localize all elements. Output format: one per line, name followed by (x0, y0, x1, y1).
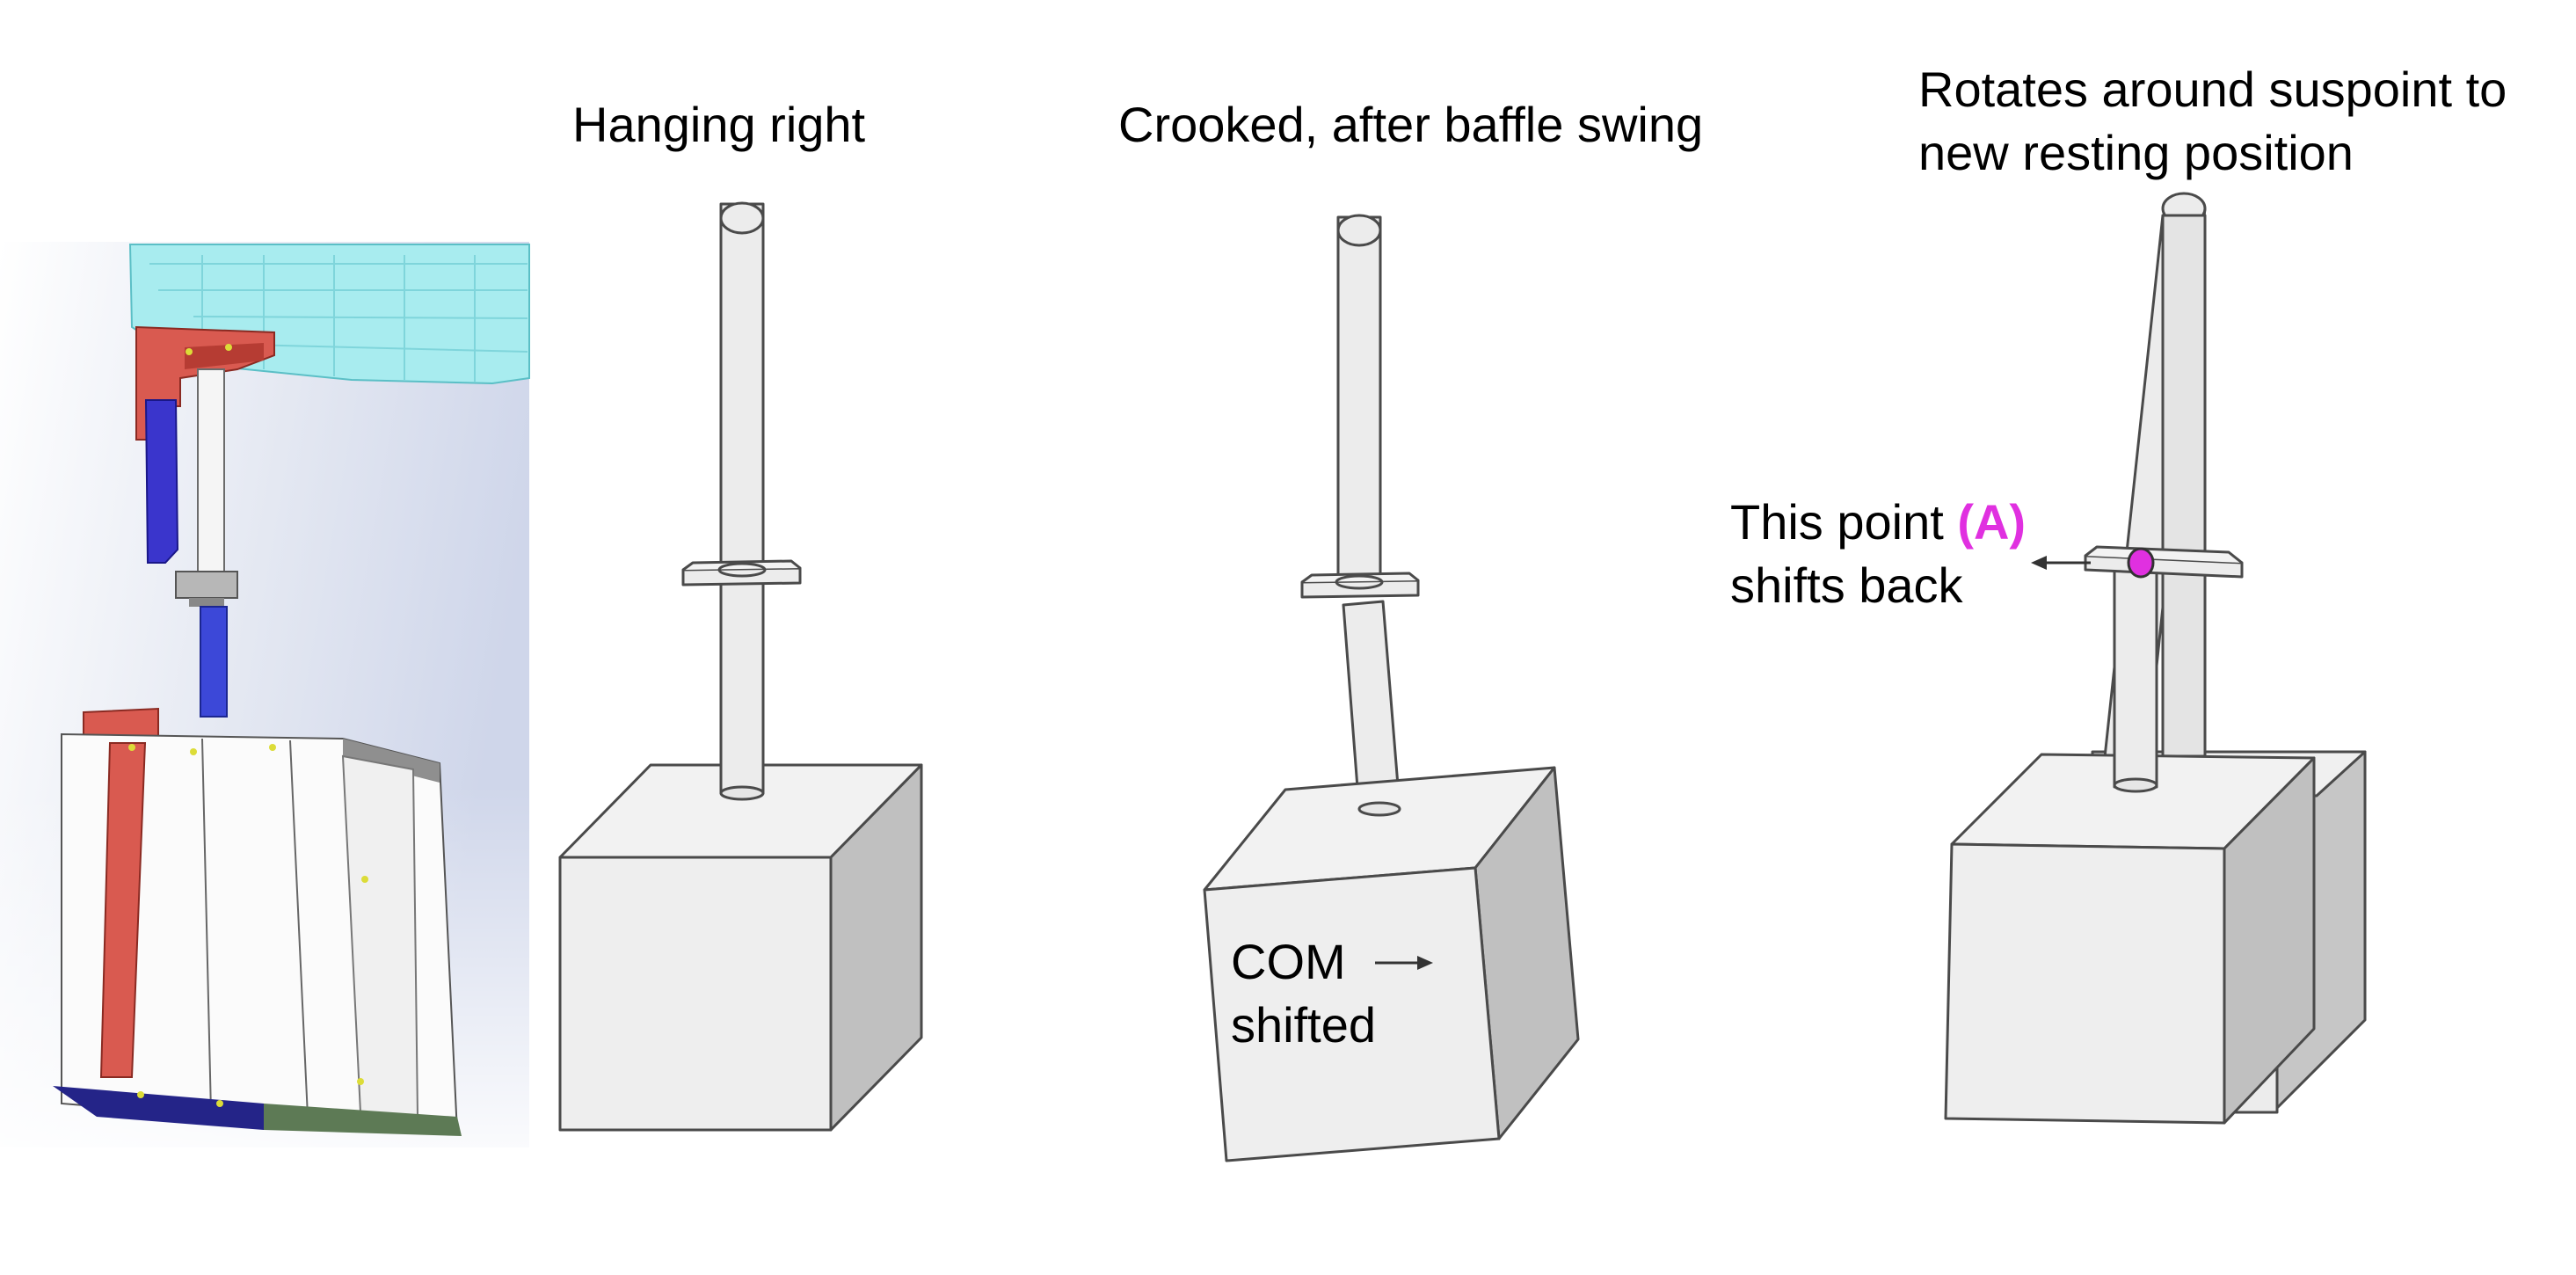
com-label-line1: COM (1231, 934, 1346, 989)
lower-rod (1342, 600, 1401, 812)
upper-rod (1336, 215, 1382, 584)
point-a-prefix: This point (1730, 494, 1958, 550)
box-front (558, 856, 833, 1132)
crooked-title: Crooked, after baffle swing (1118, 97, 1704, 152)
rod-top (719, 201, 765, 235)
hanging-right-title: Hanging right (572, 97, 866, 152)
arrow-right-icon (1375, 956, 1433, 970)
rotates-title-line2: new resting position (1918, 124, 2354, 180)
rotates-title-line1: Rotates around suspoint to (1918, 62, 2507, 117)
point-a-label: This point (A) shifts back (1730, 491, 2026, 616)
crooked-model (1203, 214, 1580, 1162)
cad-render-image (0, 242, 530, 1148)
com-label-line2: shifted (1231, 996, 1376, 1053)
com-shifted-label: COM shifted (1231, 930, 1376, 1056)
point-a-line2: shifts back (1730, 557, 1963, 613)
rod (719, 202, 765, 795)
box-front (1944, 842, 2226, 1125)
point-a-marker-text: (A) (1957, 494, 2027, 550)
box-front (1203, 866, 1501, 1162)
hanging-right-model (558, 201, 923, 1132)
point-a-line1: This point (A) (1730, 491, 2026, 554)
rotates-title: Rotates around suspoint to new resting p… (1918, 58, 2507, 184)
rod-top (1336, 214, 1382, 247)
arrow-left-icon (2031, 556, 2091, 570)
rotated-model (1944, 192, 2367, 1125)
magenta-dot-icon (2127, 547, 2155, 579)
